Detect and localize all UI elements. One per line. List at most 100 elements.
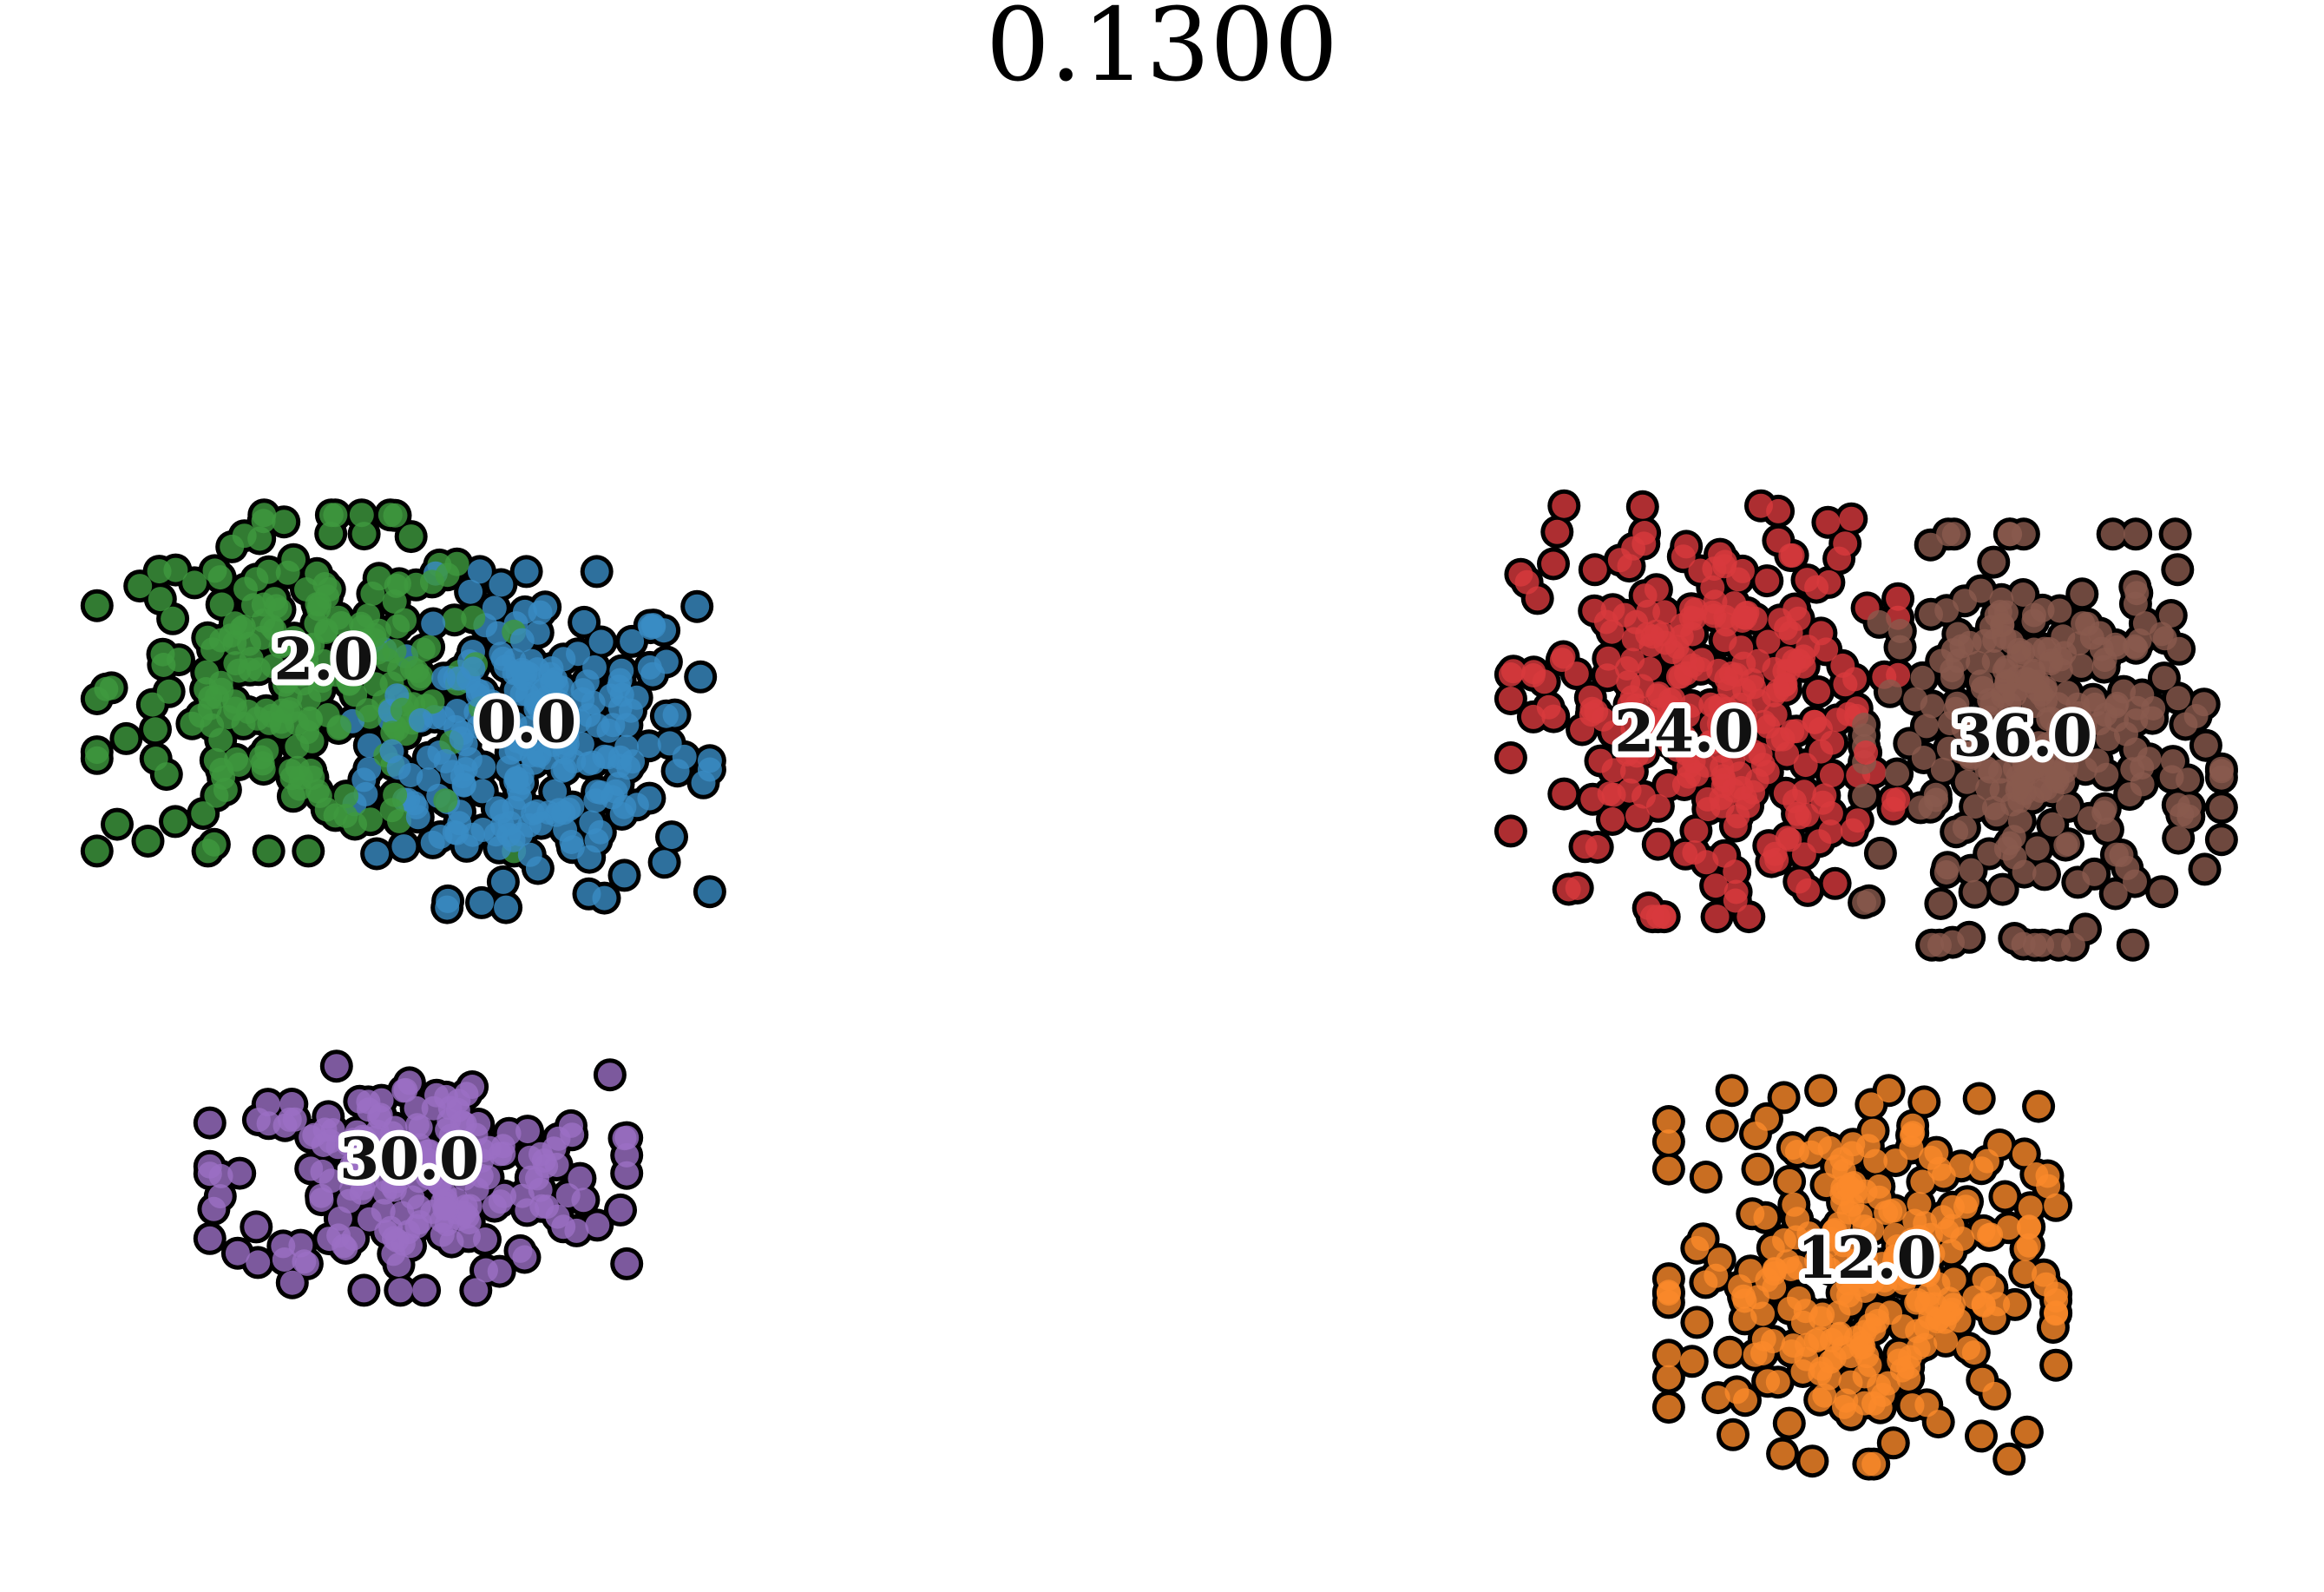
data-point-36.0 bbox=[2096, 727, 2121, 752]
data-point-0.0 bbox=[420, 830, 445, 855]
data-point-36.0 bbox=[2072, 714, 2098, 739]
data-point-24.0 bbox=[1681, 748, 1706, 773]
data-point-24.0 bbox=[1723, 888, 1748, 913]
data-point-24.0 bbox=[1787, 869, 1812, 894]
data-point-12.0 bbox=[1717, 1339, 1743, 1365]
data-point-2.0 bbox=[229, 615, 254, 641]
data-point-2.0 bbox=[209, 757, 234, 782]
data-point-36.0 bbox=[1990, 877, 2015, 902]
data-point-0.0 bbox=[471, 754, 496, 780]
data-point-2.0 bbox=[182, 570, 207, 595]
data-point-12.0 bbox=[1710, 1114, 1735, 1139]
data-point-36.0 bbox=[2070, 582, 2095, 607]
data-point-2.0 bbox=[333, 804, 358, 828]
data-point-30.0 bbox=[614, 1161, 640, 1186]
data-point-36.0 bbox=[2173, 712, 2198, 737]
data-point-2.0 bbox=[435, 562, 460, 588]
data-point-24.0 bbox=[1688, 558, 1713, 583]
data-point-2.0 bbox=[209, 592, 234, 617]
data-point-36.0 bbox=[1963, 794, 1988, 819]
data-point-36.0 bbox=[2167, 636, 2192, 661]
data-point-2.0 bbox=[191, 801, 216, 826]
data-point-12.0 bbox=[1838, 1370, 1863, 1395]
data-point-24.0 bbox=[1780, 543, 1805, 568]
data-point-12.0 bbox=[1781, 1333, 1806, 1358]
data-point-12.0 bbox=[1785, 1207, 1810, 1232]
data-point-36.0 bbox=[2006, 637, 2032, 662]
data-point-2.0 bbox=[351, 522, 377, 547]
data-point-2.0 bbox=[398, 524, 423, 549]
data-point-24.0 bbox=[1833, 531, 1858, 556]
data-point-0.0 bbox=[653, 649, 679, 674]
chart-title: 0.1300 bbox=[986, 0, 1338, 104]
data-point-24.0 bbox=[1572, 834, 1598, 859]
data-point-12.0 bbox=[1776, 1411, 1802, 1436]
data-point-12.0 bbox=[1861, 1391, 1886, 1416]
data-point-2.0 bbox=[350, 615, 375, 639]
data-point-0.0 bbox=[614, 713, 640, 738]
data-point-24.0 bbox=[1816, 569, 1841, 595]
data-point-24.0 bbox=[1842, 667, 1868, 692]
data-point-36.0 bbox=[1885, 761, 1910, 786]
data-point-12.0 bbox=[1656, 1395, 1681, 1420]
data-point-24.0 bbox=[1636, 599, 1661, 624]
data-point-36.0 bbox=[2045, 716, 2071, 741]
data-point-36.0 bbox=[1918, 794, 1943, 819]
data-point-12.0 bbox=[2044, 1193, 2069, 1218]
data-point-12.0 bbox=[1914, 1292, 1940, 1316]
data-point-2.0 bbox=[312, 572, 338, 596]
data-point-12.0 bbox=[1882, 1198, 1907, 1223]
data-point-24.0 bbox=[1619, 759, 1645, 784]
data-point-36.0 bbox=[2002, 682, 2027, 707]
data-point-2.0 bbox=[287, 776, 312, 801]
data-point-2.0 bbox=[84, 593, 109, 618]
data-points bbox=[84, 493, 2234, 1477]
data-point-2.0 bbox=[306, 596, 332, 622]
data-point-12.0 bbox=[1799, 1140, 1823, 1165]
data-point-36.0 bbox=[1979, 615, 2004, 640]
data-point-24.0 bbox=[1536, 694, 1561, 720]
data-point-36.0 bbox=[1981, 795, 2006, 820]
data-point-30.0 bbox=[512, 1245, 537, 1270]
data-point-30.0 bbox=[463, 1278, 489, 1303]
data-point-2.0 bbox=[148, 587, 173, 612]
data-point-0.0 bbox=[533, 595, 558, 620]
data-point-30.0 bbox=[559, 1113, 583, 1138]
data-point-36.0 bbox=[1911, 746, 1936, 770]
data-point-12.0 bbox=[2016, 1233, 2041, 1258]
data-point-0.0 bbox=[405, 805, 430, 830]
data-point-36.0 bbox=[2065, 870, 2091, 895]
data-point-36.0 bbox=[1977, 705, 2002, 730]
data-point-30.0 bbox=[408, 1115, 433, 1140]
data-point-12.0 bbox=[1883, 1148, 1908, 1174]
data-point-2.0 bbox=[84, 746, 109, 771]
data-point-0.0 bbox=[503, 678, 528, 702]
data-point-12.0 bbox=[1751, 1326, 1776, 1352]
data-point-36.0 bbox=[2104, 694, 2129, 719]
data-point-0.0 bbox=[657, 731, 682, 756]
data-point-36.0 bbox=[1962, 879, 1987, 905]
data-point-24.0 bbox=[1782, 596, 1808, 622]
data-point-12.0 bbox=[1900, 1393, 1925, 1418]
data-point-0.0 bbox=[638, 615, 663, 641]
data-point-24.0 bbox=[1625, 803, 1650, 828]
data-point-2.0 bbox=[285, 755, 310, 780]
data-point-24.0 bbox=[1617, 554, 1642, 579]
data-point-12.0 bbox=[2044, 1288, 2069, 1313]
data-point-12.0 bbox=[2018, 1195, 2043, 1220]
data-point-0.0 bbox=[584, 559, 609, 584]
data-point-24.0 bbox=[1802, 709, 1828, 734]
data-point-24.0 bbox=[1881, 796, 1906, 821]
data-point-24.0 bbox=[1684, 597, 1708, 622]
data-point-2.0 bbox=[200, 637, 225, 662]
data-point-24.0 bbox=[1784, 719, 1809, 744]
data-point-12.0 bbox=[1939, 1239, 1964, 1264]
data-point-36.0 bbox=[2166, 686, 2190, 711]
data-point-24.0 bbox=[1597, 781, 1622, 806]
data-point-12.0 bbox=[1941, 1267, 1966, 1293]
data-point-24.0 bbox=[1854, 740, 1879, 765]
data-point-24.0 bbox=[1714, 696, 1739, 721]
data-point-12.0 bbox=[1684, 1310, 1710, 1335]
data-point-36.0 bbox=[2021, 609, 2046, 634]
data-point-30.0 bbox=[372, 1180, 397, 1205]
